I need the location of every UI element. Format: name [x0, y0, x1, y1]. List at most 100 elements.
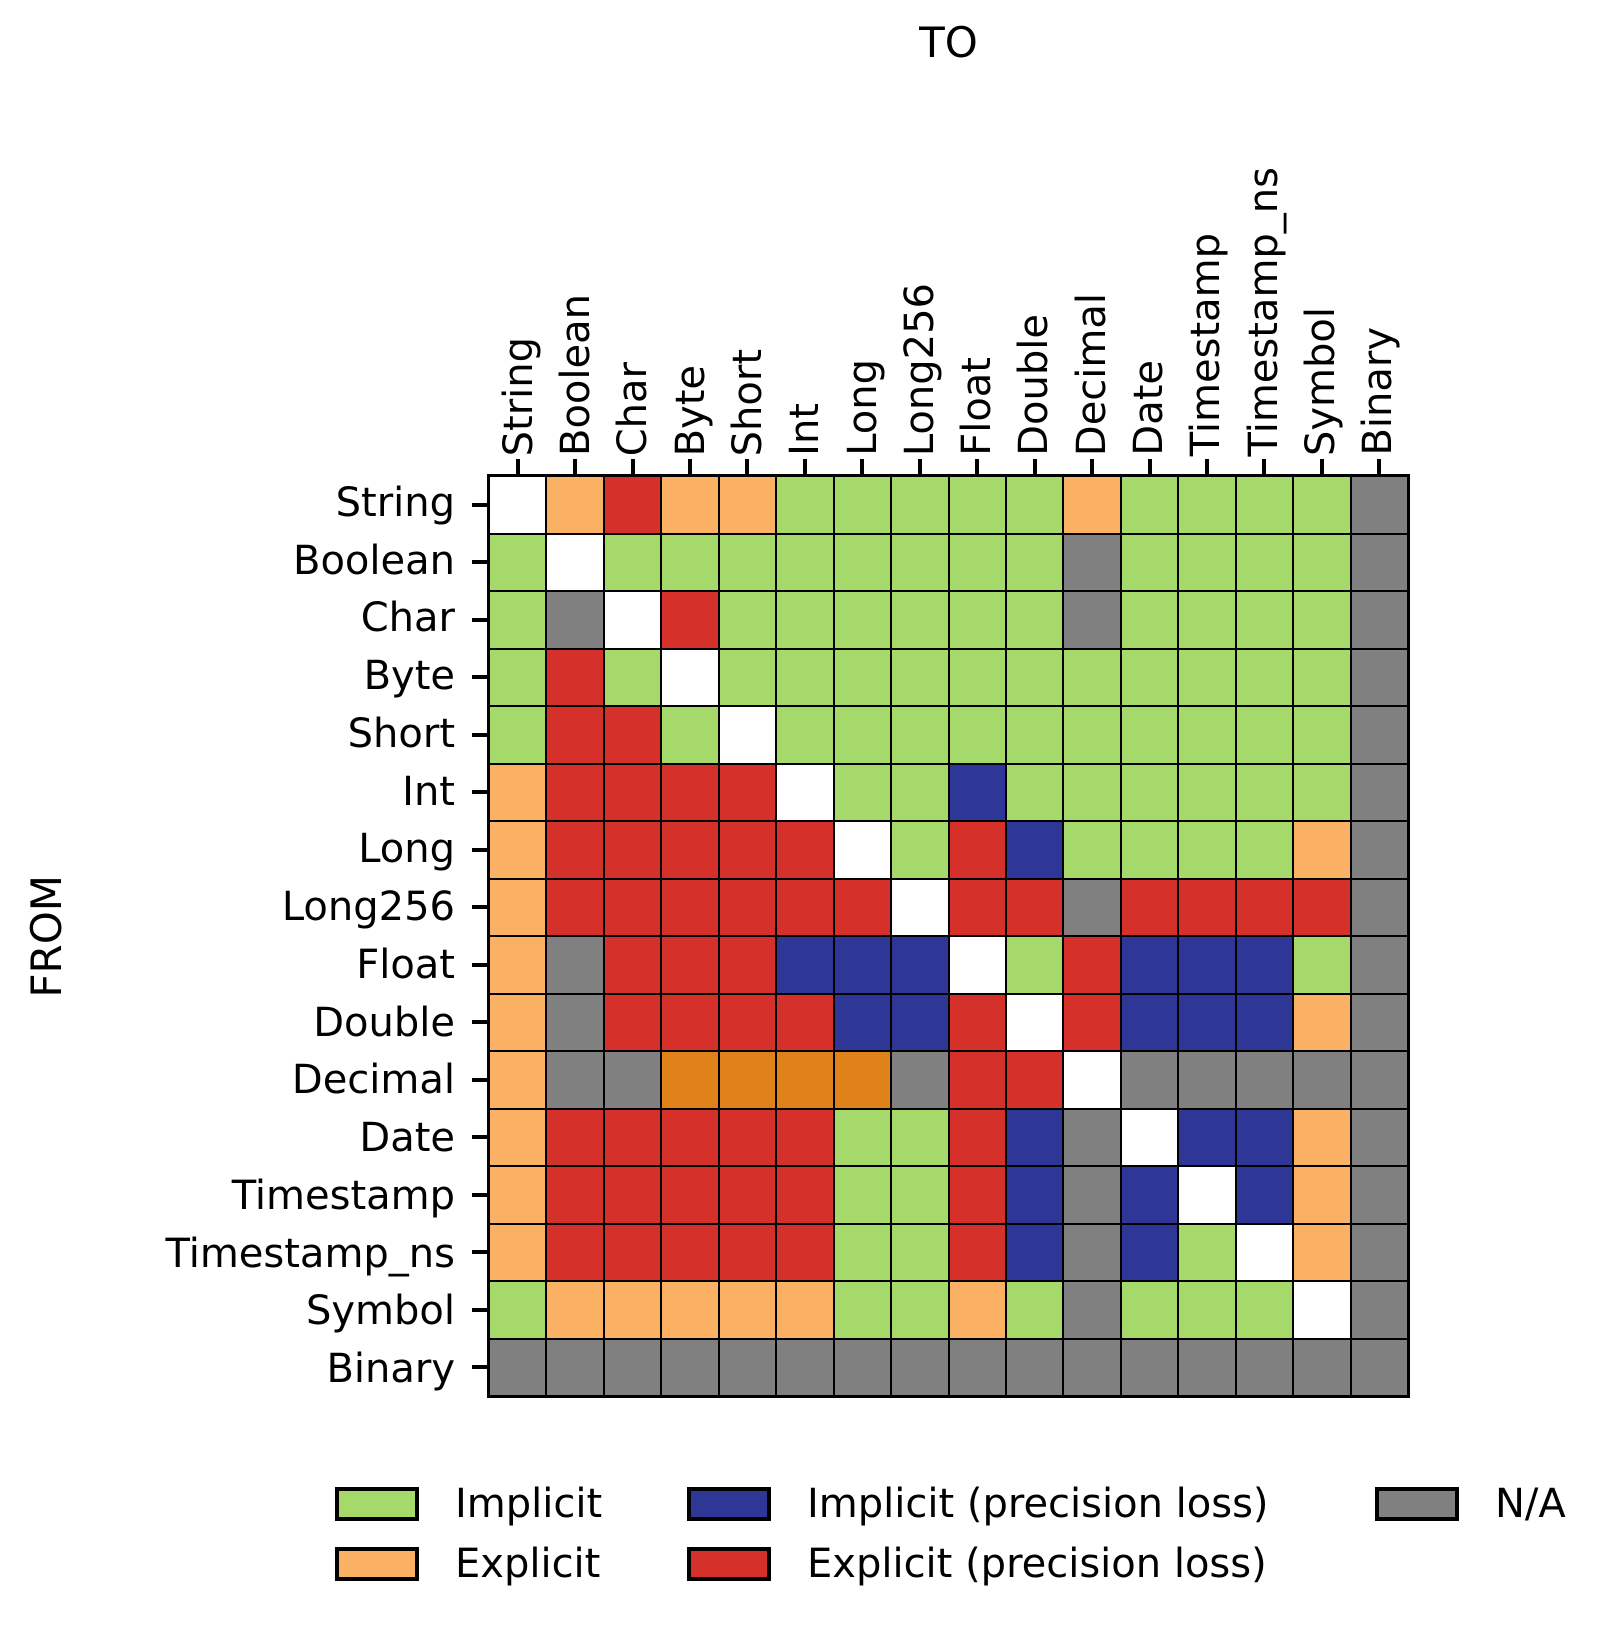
- matrix-cell: [1351, 477, 1407, 533]
- matrix-cell: [834, 1282, 891, 1338]
- matrix-cell: [834, 1339, 891, 1395]
- matrix-cell: [547, 592, 603, 648]
- matrix-cell: [1179, 879, 1235, 935]
- matrix-cell: [1294, 1167, 1350, 1223]
- legend-label: Explicit: [455, 1541, 601, 1587]
- matrix-cell: [777, 994, 833, 1050]
- matrix-cell: [777, 822, 833, 878]
- col-label-text: Date: [1126, 360, 1173, 456]
- matrix-cell: [490, 1282, 546, 1338]
- matrix-cell: [719, 937, 776, 993]
- matrix-cell: [1121, 649, 1178, 705]
- matrix-cell: [892, 822, 948, 878]
- matrix-cell: [949, 649, 1005, 705]
- matrix-cell: [719, 879, 776, 935]
- matrix-cell: [1121, 1052, 1178, 1108]
- matrix-cell: [949, 764, 1005, 820]
- matrix-cell: [1179, 1052, 1235, 1108]
- matrix-cell: [892, 477, 948, 533]
- matrix-cell: [1236, 1224, 1293, 1280]
- matrix-cell: [777, 1282, 833, 1338]
- matrix-cell: [719, 649, 776, 705]
- matrix-cell: [719, 822, 776, 878]
- matrix-cell: [949, 994, 1005, 1050]
- matrix-cell: [662, 1282, 718, 1338]
- matrix-cell: [1064, 649, 1120, 705]
- matrix-cell: [547, 1109, 603, 1165]
- matrix-cell: [1351, 534, 1407, 590]
- matrix-cell: [719, 1052, 776, 1108]
- col-label-string: String: [490, 60, 547, 456]
- x-axis-title: TO: [919, 18, 978, 67]
- x-axis-tick: [917, 459, 922, 474]
- col-label-symbol: Symbol: [1292, 60, 1349, 456]
- matrix-cell: [547, 477, 603, 533]
- matrix-cell: [1006, 994, 1063, 1050]
- matrix-cell: [892, 879, 948, 935]
- matrix-cell: [1121, 1167, 1178, 1223]
- matrix-cell: [547, 879, 603, 935]
- matrix-cell: [662, 477, 718, 533]
- row-label-timestamp_ns: Timestamp_ns: [165, 1230, 455, 1277]
- matrix-cell: [1294, 649, 1350, 705]
- y-axis-tick: [472, 732, 487, 737]
- matrix-cell: [1121, 707, 1178, 763]
- matrix-cell: [1064, 1224, 1120, 1280]
- matrix-cell: [1294, 707, 1350, 763]
- matrix-cell: [719, 477, 776, 533]
- matrix-cell: [949, 707, 1005, 763]
- y-axis-tick: [472, 905, 487, 910]
- x-axis-tick: [1032, 459, 1037, 474]
- y-axis-tick: [472, 1307, 487, 1312]
- matrix-cell: [490, 1224, 546, 1280]
- legend-entry: Implicit: [335, 1484, 602, 1524]
- matrix-cell: [1294, 764, 1350, 820]
- matrix-cell: [1179, 1339, 1235, 1395]
- matrix-cell: [1006, 477, 1063, 533]
- matrix-cell: [719, 1167, 776, 1223]
- matrix-cell: [490, 477, 546, 533]
- matrix-cell: [1064, 534, 1120, 590]
- row-label-short: Short: [347, 710, 455, 757]
- col-label-text: Long: [839, 359, 886, 456]
- matrix-cell: [1064, 477, 1120, 533]
- x-axis-tick: [1090, 459, 1095, 474]
- matrix-cell: [1064, 764, 1120, 820]
- matrix-cell: [1179, 1167, 1235, 1223]
- matrix-cell: [662, 1052, 718, 1108]
- matrix-cell: [547, 534, 603, 590]
- matrix-cell: [490, 592, 546, 648]
- legend-entry: Implicit (precision loss): [687, 1484, 1269, 1524]
- matrix-cell: [1006, 1052, 1063, 1108]
- matrix-cell: [892, 937, 948, 993]
- matrix-cell: [1351, 1282, 1407, 1338]
- matrix-cell: [1236, 592, 1293, 648]
- legend-entry: Explicit: [335, 1544, 600, 1584]
- matrix-cell: [1121, 1339, 1178, 1395]
- matrix-cell: [1294, 994, 1350, 1050]
- row-label-date: Date: [359, 1115, 455, 1162]
- matrix-cell: [490, 649, 546, 705]
- matrix-cell: [719, 1224, 776, 1280]
- col-label-text: Float: [954, 357, 1001, 456]
- matrix-cell: [547, 822, 603, 878]
- matrix-cell: [1006, 937, 1063, 993]
- y-axis-tick: [472, 847, 487, 852]
- matrix-cell: [662, 822, 718, 878]
- matrix-cell: [892, 994, 948, 1050]
- matrix-cell: [719, 1109, 776, 1165]
- legend-swatch: [335, 1547, 419, 1581]
- legend-entry: N/A: [1375, 1484, 1566, 1524]
- matrix-cell: [777, 1224, 833, 1280]
- matrix-cell: [1236, 937, 1293, 993]
- matrix-cell: [1064, 592, 1120, 648]
- col-label-char: Char: [605, 60, 662, 456]
- matrix-cell: [1236, 879, 1293, 935]
- col-label-text: Int: [782, 403, 829, 456]
- matrix-cell: [1351, 822, 1407, 878]
- legend-label: N/A: [1495, 1481, 1566, 1527]
- matrix-cell: [1121, 937, 1178, 993]
- x-axis-tick: [1147, 459, 1152, 474]
- matrix-cell: [777, 1167, 833, 1223]
- matrix-cell: [1294, 534, 1350, 590]
